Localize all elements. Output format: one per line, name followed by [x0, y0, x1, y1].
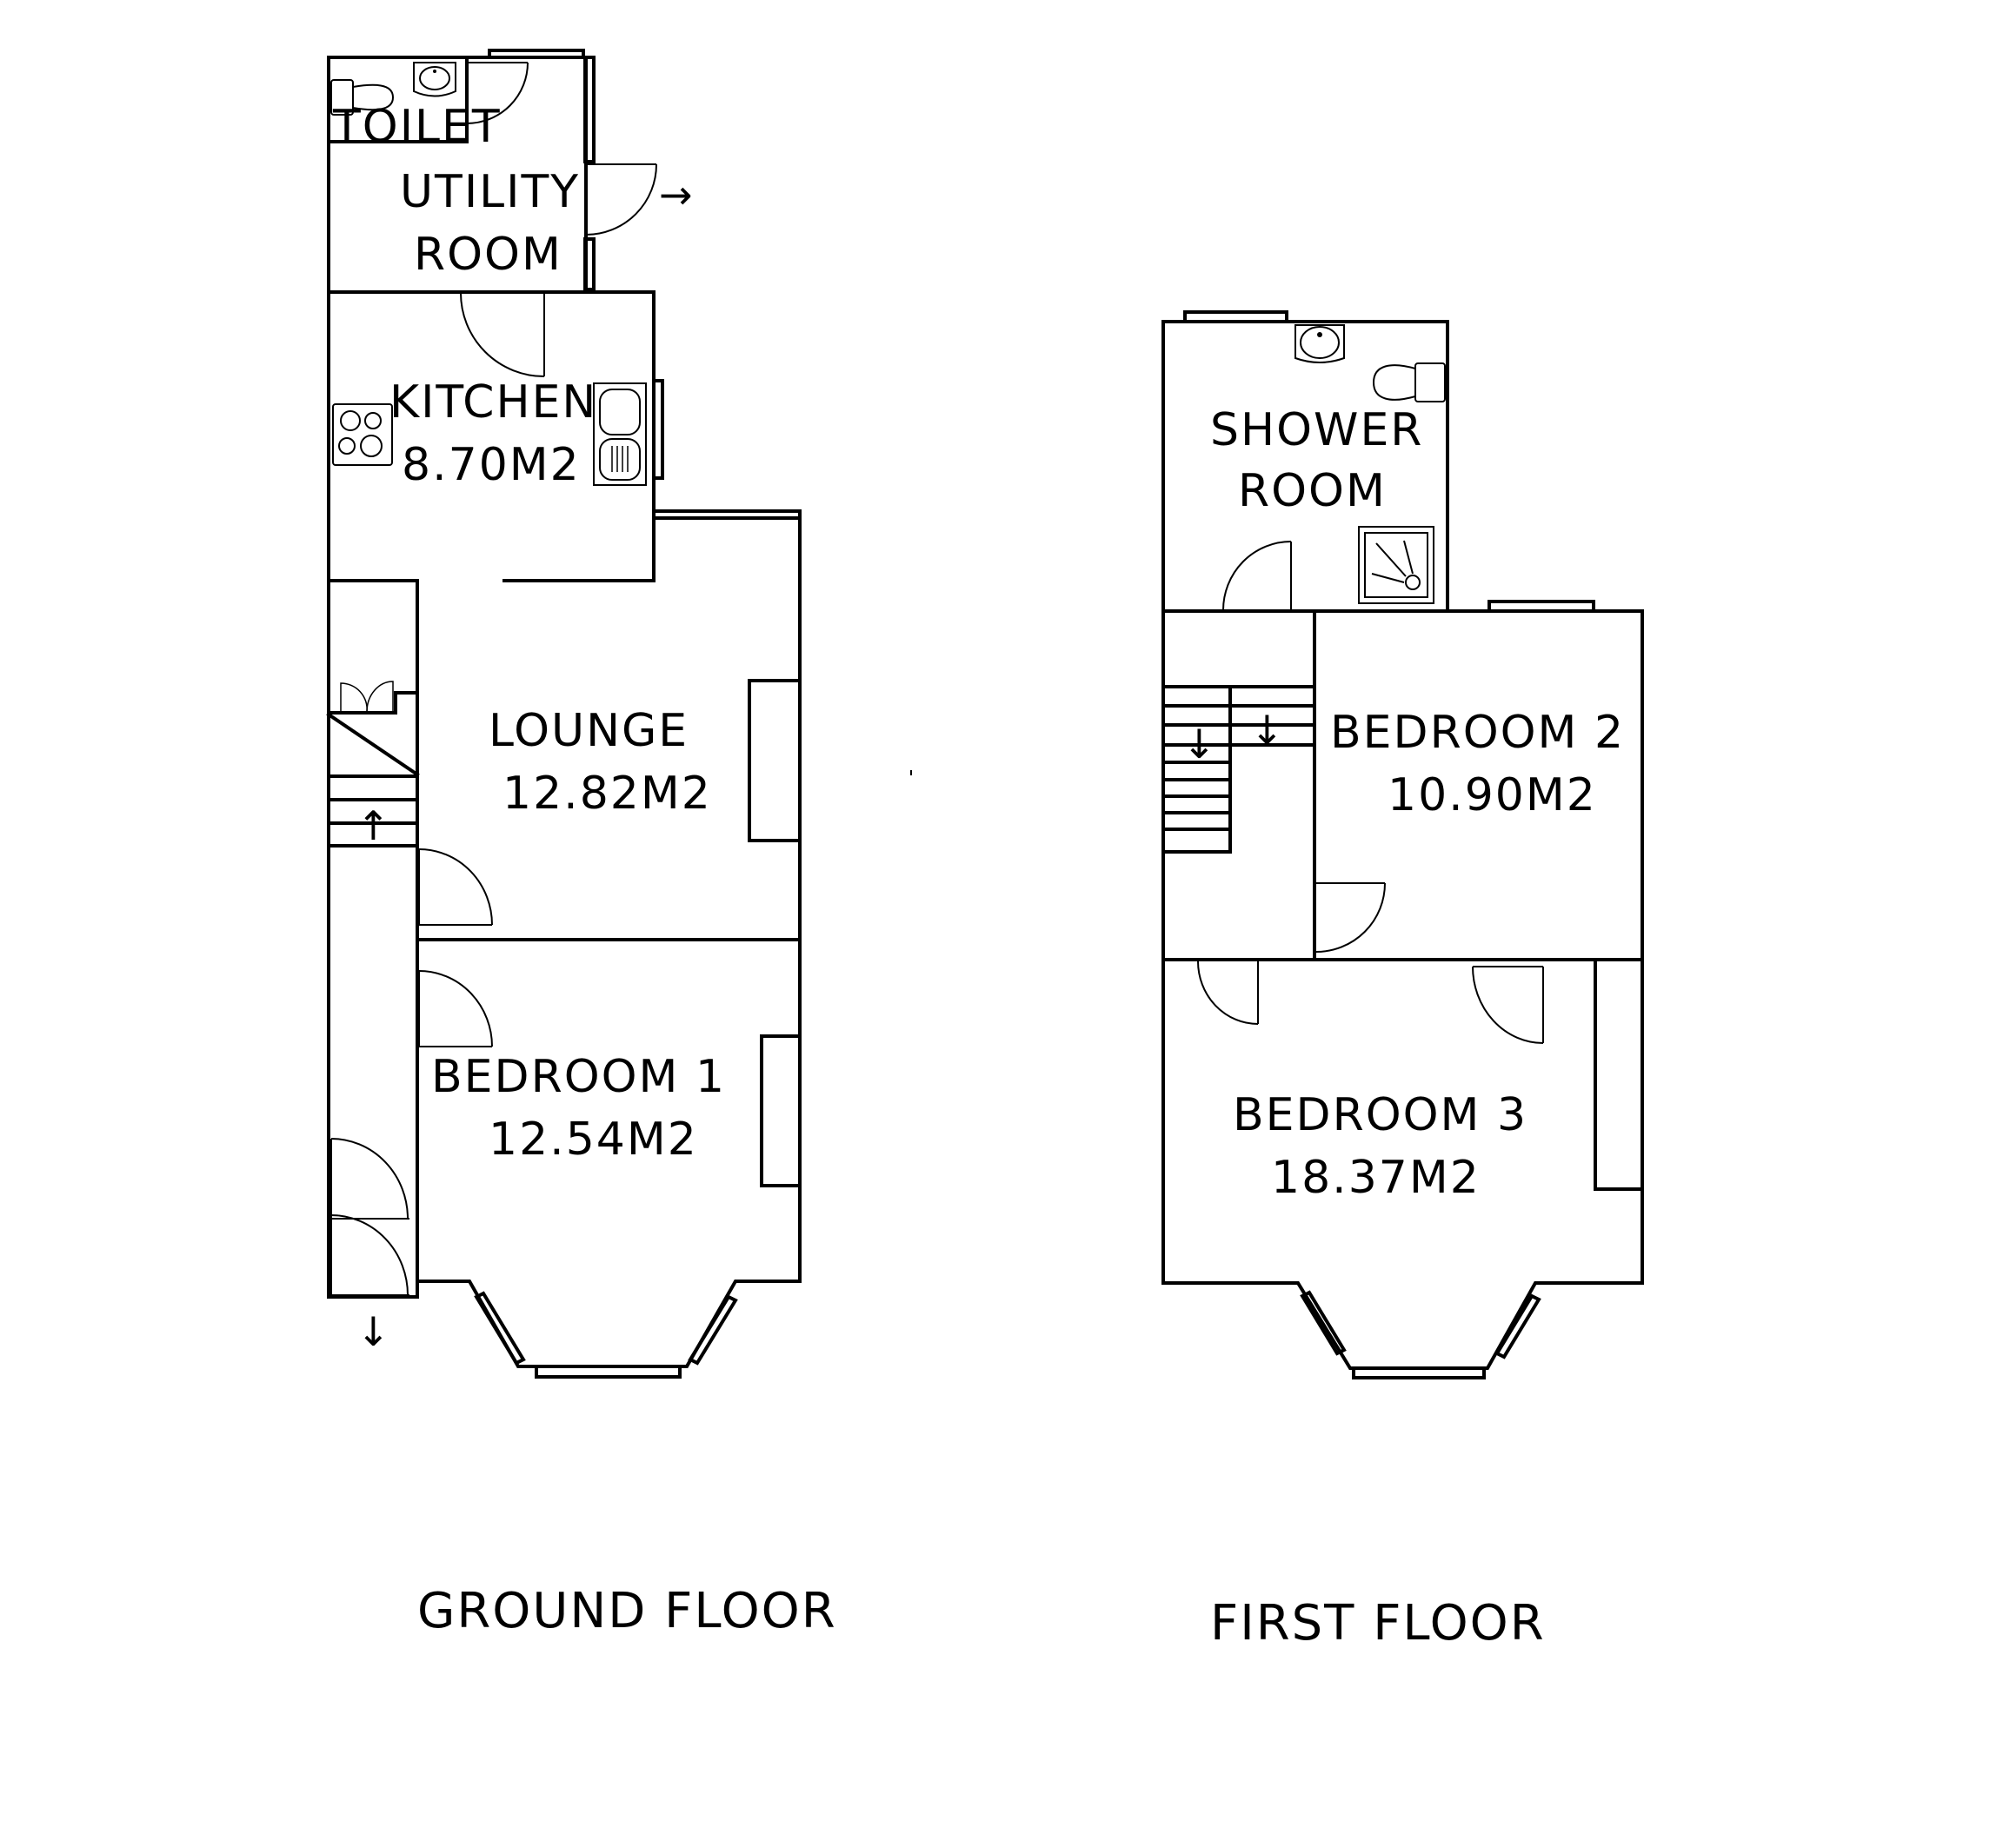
wc-icon — [1372, 362, 1446, 402]
front-door[interactable] — [330, 1138, 409, 1296]
window — [1183, 310, 1288, 323]
chimney-breast — [760, 1034, 802, 1187]
utility-door[interactable] — [585, 163, 657, 236]
bedroom-3-door[interactable] — [1197, 961, 1259, 1025]
room-label-bedroom-2: BEDROOM 2 — [1330, 707, 1625, 759]
room-label-utility: UTILITY — [400, 166, 580, 218]
ground-floor-plan: TOILET UTILITY ROOM → — [326, 49, 837, 1639]
bedroom-1: BEDROOM 1 12.54M2 — [416, 938, 802, 1379]
first-floor-title: FIRST FLOOR — [1210, 1595, 1546, 1652]
room-area-lounge: 12.82M2 — [502, 768, 712, 820]
window — [583, 237, 596, 291]
kitchen: KITCHEN 8.70M2 — [327, 290, 664, 582]
stairs-up-arrow-icon: ↑ — [356, 802, 390, 849]
sink-icon — [593, 382, 647, 486]
room-label-utility-2: ROOM — [414, 229, 562, 281]
exit-arrow-icon: → — [659, 171, 693, 218]
landing: ↓ ↓ — [1161, 609, 1316, 961]
wc-icon — [330, 79, 395, 116]
room-label-shower: SHOWER — [1210, 404, 1423, 456]
shower-room: SHOWER ROOM — [1161, 310, 1449, 613]
lounge: LOUNGE 12.82M2 — [416, 509, 802, 941]
ground-floor-title: GROUND FLOOR — [417, 1583, 837, 1639]
bay-window — [474, 1291, 738, 1379]
room-label-toilet: TOILET — [332, 101, 502, 153]
window — [652, 379, 664, 480]
room-label-bedroom-3: BEDROOM 3 — [1233, 1089, 1527, 1141]
bedroom-3: BEDROOM 3 18.37M2 — [1161, 958, 1644, 1379]
room-area-bedroom-1: 12.54M2 — [489, 1113, 698, 1166]
room-area-bedroom-3: 18.37M2 — [1271, 1152, 1481, 1204]
room-area-kitchen: 8.70M2 — [402, 439, 581, 491]
room-label-shower-2: ROOM — [1238, 465, 1387, 517]
window — [583, 56, 596, 163]
hallway: ↑ ↓ — [326, 579, 420, 1355]
room-area-bedroom-2: 10.90M2 — [1388, 769, 1597, 821]
bedroom-2: BEDROOM 2 10.90M2 — [1313, 600, 1644, 961]
chimney-breast — [748, 679, 802, 842]
wardrobe-door[interactable] — [1472, 966, 1544, 1044]
lounge-door[interactable] — [418, 848, 493, 926]
shower-tray-icon — [1358, 526, 1434, 604]
bedroom-1-door[interactable] — [418, 970, 493, 1047]
wardrobe — [1594, 958, 1644, 1191]
kitchen-door[interactable] — [460, 292, 545, 377]
cupboard-doors[interactable] — [340, 681, 394, 713]
window — [1488, 600, 1595, 613]
shower-room-door[interactable] — [1222, 541, 1292, 611]
room-label-lounge: LOUNGE — [489, 705, 689, 757]
bay-window — [1300, 1290, 1541, 1379]
basin-icon — [1294, 324, 1345, 363]
stairs-down-arrow-icon: ↓ — [1182, 721, 1216, 768]
hob-icon — [332, 403, 393, 466]
stairs — [327, 774, 419, 848]
toilet-room: TOILET — [327, 56, 529, 153]
room-label-kitchen: KITCHEN — [389, 376, 597, 429]
toilet-door[interactable] — [466, 62, 529, 124]
stairs-down-arrow-icon-2: ↓ — [1250, 707, 1284, 754]
bedroom-2-door[interactable] — [1315, 882, 1386, 953]
window — [488, 49, 585, 59]
front-exit-arrow-icon: ↓ — [356, 1308, 390, 1355]
room-label-bedroom-1: BEDROOM 1 — [431, 1051, 726, 1103]
basin-icon — [413, 62, 456, 97]
stairs — [1161, 685, 1316, 854]
first-floor-plan: SHOWER ROOM ↓ ↓ — [1161, 310, 1644, 1652]
